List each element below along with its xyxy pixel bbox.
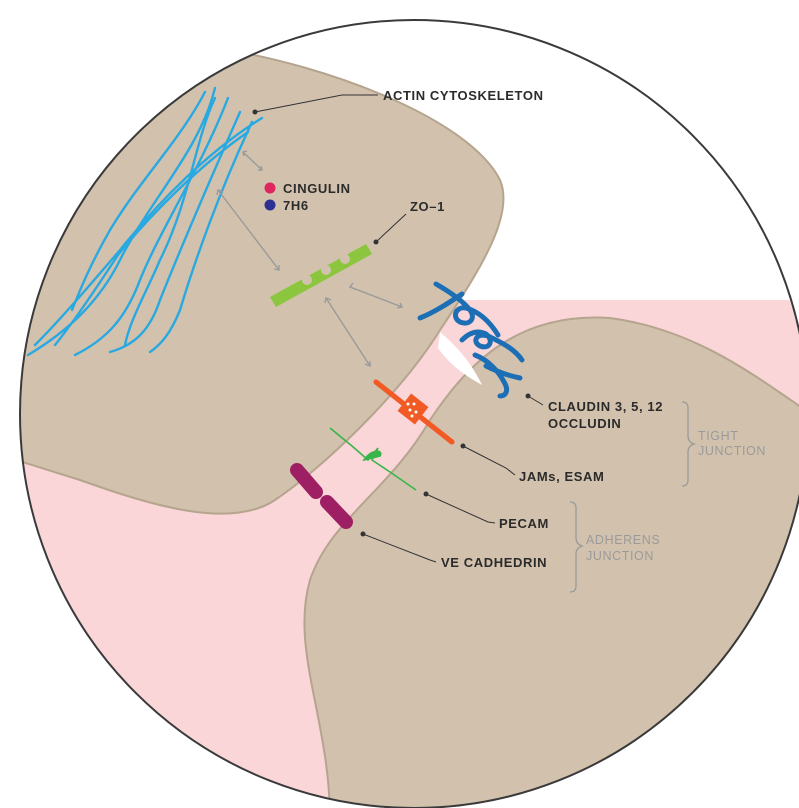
group-tight-junction-line2: JUNCTION: [698, 444, 766, 458]
group-tight-junction-line1: TIGHT: [698, 429, 739, 443]
zo1-notch: [302, 275, 312, 285]
zo1-notch: [340, 254, 350, 264]
label-7h6: 7H6: [283, 198, 309, 213]
group-adherens-junction-line2: JUNCTION: [586, 549, 654, 563]
label-ve-cadherin: VE CADHEDRIN: [441, 555, 547, 570]
label-jams-esam: JAMs, ESAM: [519, 469, 604, 484]
cingulin-dot: [265, 183, 276, 194]
label-pecam: PECAM: [499, 516, 549, 531]
group-adherens-junction-line1: ADHERENS: [586, 533, 660, 547]
label-claudin: CLAUDIN 3, 5, 12: [548, 399, 663, 414]
label-zo1: ZO–1: [410, 199, 445, 214]
zo1-notch: [321, 265, 331, 275]
label-cingulin: CINGULIN: [283, 181, 351, 196]
h6-dot: [265, 200, 276, 211]
label-actin-cytoskeleton: ACTIN CYTOSKELETON: [383, 88, 544, 103]
circle-content: [0, 20, 799, 808]
label-occludin: OCCLUDIN: [548, 416, 621, 431]
